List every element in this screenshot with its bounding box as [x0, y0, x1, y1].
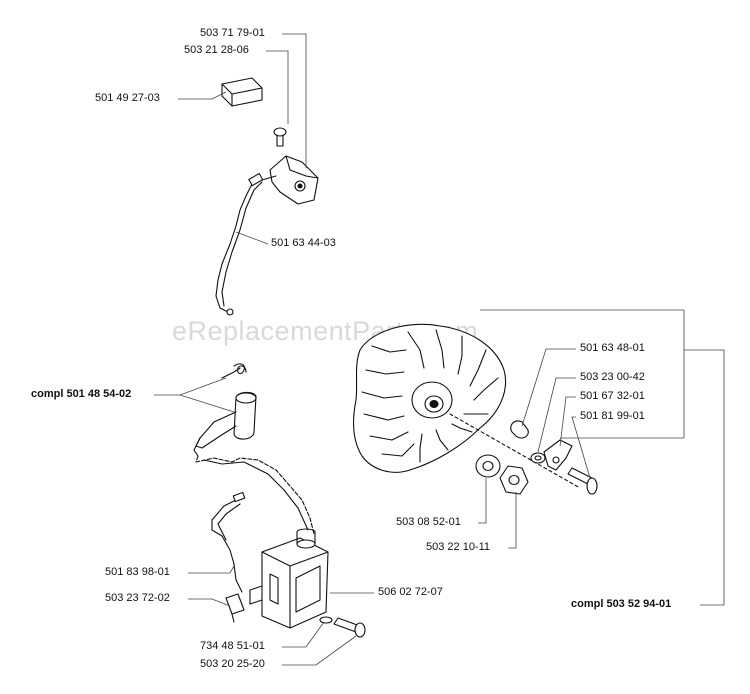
part-label-503-71-79-01: 503 71 79-01	[200, 27, 265, 39]
axis-line	[449, 413, 581, 489]
washer-part	[319, 616, 333, 624]
part-label-compl-501-48-54-02: compl 501 48 54-02	[31, 388, 132, 400]
flywheel-washer-part	[475, 454, 501, 478]
bracket-part	[221, 77, 263, 107]
flywheel-part	[352, 323, 507, 473]
part-label-503-23-72-02: 503 23 72-02	[105, 592, 170, 604]
screw-part	[273, 127, 287, 147]
flywheel-nut-part	[499, 465, 529, 495]
ignition-module-part	[249, 528, 329, 629]
part-label-501-63-48-01: 501 63 48-01	[580, 342, 645, 354]
spring-part	[221, 363, 247, 379]
part-label-734-48-51-01: 734 48 51-01	[200, 640, 265, 652]
part-label-501-67-32-01: 501 67 32-01	[580, 390, 645, 402]
part-label-503-22-10-11: 503 22 10-11	[426, 541, 491, 553]
part-label-506-02-72-07: 506 02 72-07	[378, 586, 443, 598]
plug-boot-part	[193, 391, 257, 457]
part-label-503-23-00-42: 503 23 00-42	[580, 371, 645, 383]
terminal-part	[225, 593, 245, 623]
part-label-503-21-28-06: 503 21 28-06	[184, 44, 249, 56]
switch-part	[261, 155, 319, 205]
pawl-part	[543, 439, 573, 471]
module-wire-part	[211, 491, 246, 593]
pawl-screw-part	[567, 467, 598, 495]
wire-part	[215, 172, 264, 316]
module-screw-part	[333, 617, 366, 638]
leader-lines	[154, 33, 725, 666]
key-part	[510, 420, 529, 439]
washer-small-part	[530, 452, 546, 464]
part-label-501-49-27-03: 501 49 27-03	[95, 92, 160, 104]
part-label-503-20-25-20: 503 20 25-20	[200, 658, 265, 670]
part-label-503-08-52-01: 503 08 52-01	[396, 516, 461, 528]
part-label-501-63-44-03: 501 63 44-03	[271, 237, 336, 249]
part-label-501-83-98-01: 501 83 98-01	[105, 566, 170, 578]
part-label-compl-503-52-94-01: compl 503 52 94-01	[571, 598, 672, 610]
ht-lead-upper	[195, 455, 315, 535]
part-label-501-81-99-01: 501 81 99-01	[580, 410, 645, 422]
